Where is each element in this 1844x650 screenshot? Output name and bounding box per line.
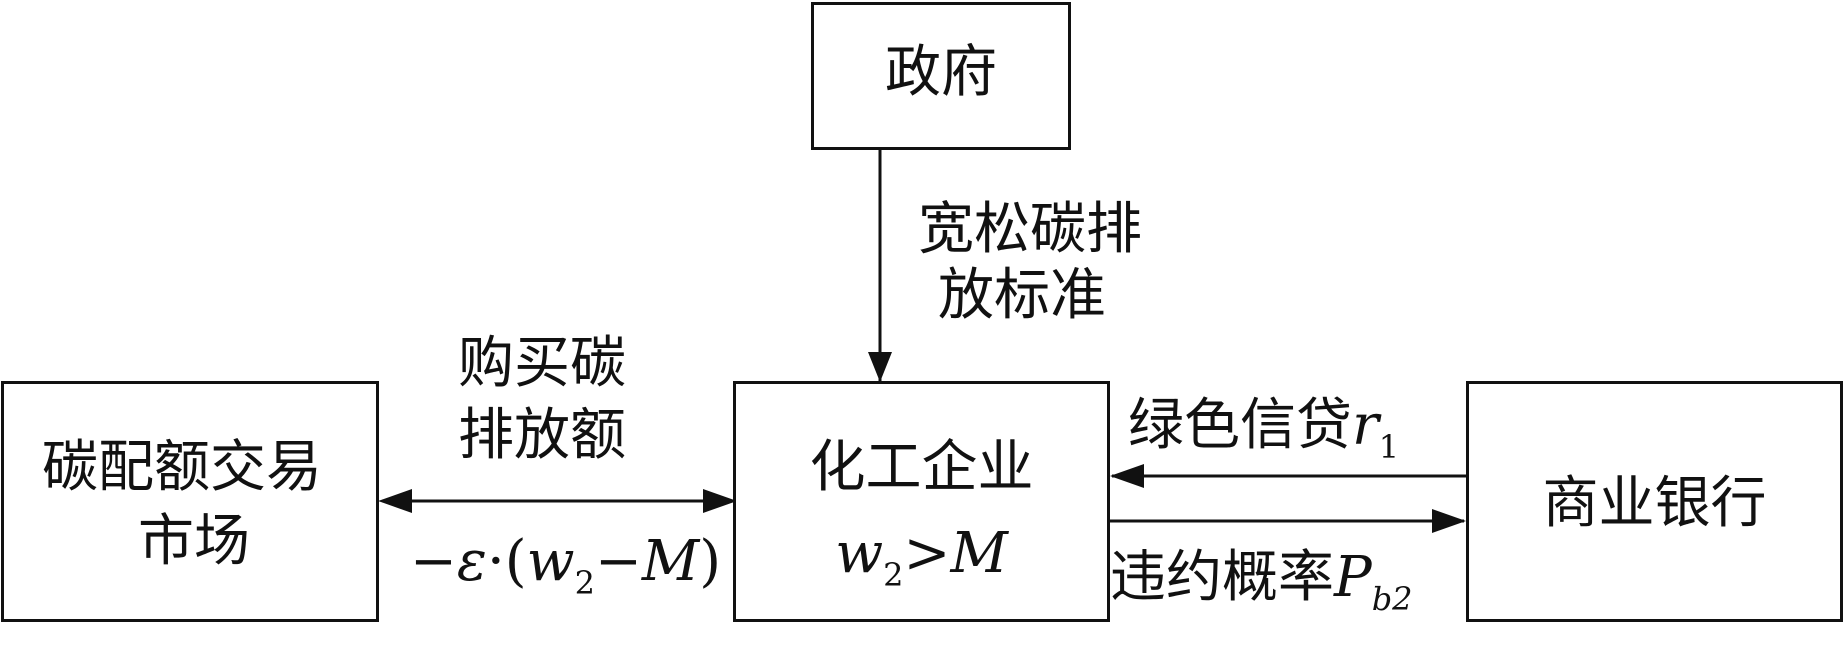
market-edge-label-line1: 购买碳 xyxy=(458,331,626,396)
default-probability-label: 违约概率Pb2 xyxy=(1110,545,1413,618)
carbon-market-label-line1: 碳配额交易 xyxy=(42,435,322,500)
enterprise-condition: w2>M xyxy=(835,521,1008,594)
market-edge-label-line2: 排放额 xyxy=(458,403,626,468)
government-node: 政府 xyxy=(811,2,1071,150)
market-edge-formula: −ε·(w2−M) xyxy=(410,529,722,602)
gov-edge-label-line2: 放标准 xyxy=(938,263,1106,328)
government-label: 政府 xyxy=(885,40,997,105)
carbon-market-label-line2: 市场 xyxy=(138,509,250,574)
green-credit-label: 绿色信贷r1 xyxy=(1128,393,1400,466)
chemical-enterprise-node: 化工企业 w2>M xyxy=(733,381,1110,622)
enterprise-label: 化工企业 xyxy=(809,435,1034,500)
bank-label: 商业银行 xyxy=(1542,471,1767,536)
carbon-market-node: 碳配额交易 市场 xyxy=(1,381,379,622)
gov-edge-label-line1: 宽松碳排 xyxy=(918,197,1142,262)
commercial-bank-node: 商业银行 xyxy=(1466,381,1843,622)
